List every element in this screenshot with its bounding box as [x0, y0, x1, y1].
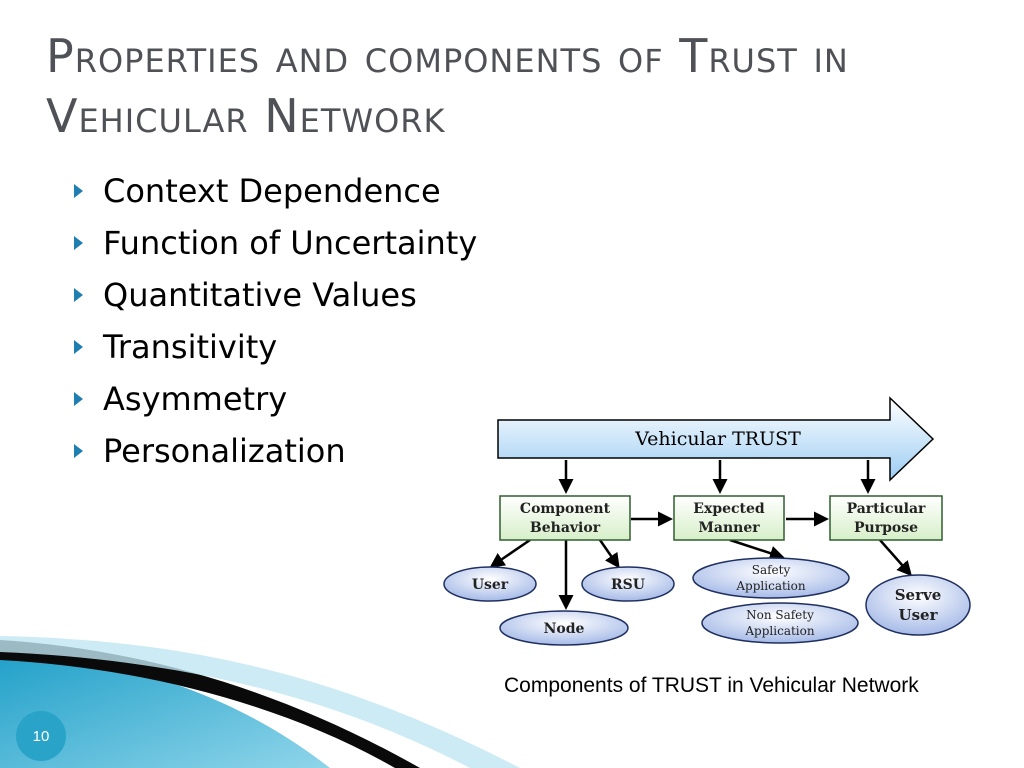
bullet-item: Function of Uncertainty [74, 217, 477, 269]
node-ellipse: Node [499, 610, 629, 646]
bullet-arrow-icon [74, 236, 83, 250]
particular-label-1: Particular [847, 501, 926, 517]
component-label-2: Behavior [530, 520, 601, 536]
bullet-text: Transitivity [103, 328, 278, 366]
safety-application-ellipse: Safety Application [692, 557, 850, 599]
bullet-text: Quantitative Values [103, 276, 417, 314]
arrows [489, 460, 912, 610]
arrow-particular-to-serve [879, 539, 912, 577]
bullet-arrow-icon [74, 444, 83, 458]
particular-label-2: Purpose [854, 520, 918, 536]
bullet-text: Function of Uncertainty [103, 224, 478, 262]
vehicular-trust-banner: Vehicular TRUST [497, 396, 935, 482]
rsu-ellipse: RSU [581, 566, 675, 602]
non-safety-application-ellipse: Non Safety Application [701, 602, 859, 644]
bullet-arrow-icon [74, 392, 83, 406]
bullet-item: Personalization [74, 425, 477, 477]
corner-decoration [0, 636, 520, 768]
bullet-text: Personalization [103, 432, 346, 470]
expected-manner-box: Expected Manner [673, 495, 785, 541]
bullet-list: Context Dependence Function of Uncertain… [74, 165, 477, 477]
expected-label-2: Manner [698, 520, 760, 536]
page-number-badge: 10 [16, 711, 66, 761]
particular-purpose-box: Particular Purpose [829, 495, 943, 541]
bullet-text: Asymmetry [103, 380, 288, 418]
bullet-arrow-icon [74, 340, 83, 354]
arrow-component-to-user [489, 538, 531, 568]
safety-label-1: Safety [752, 563, 791, 577]
banner-label: Vehicular TRUST [634, 428, 801, 450]
arrow-component-to-rsu [598, 539, 620, 569]
serve-user-ellipse: Serve User [865, 574, 971, 636]
bullet-text: Context Dependence [103, 172, 441, 210]
nonsafety-label-2: Application [744, 624, 814, 638]
nonsafety-label-1: Non Safety [746, 608, 814, 622]
slide-title: Properties and components of Trust in Ve… [46, 29, 849, 143]
diagram-caption: Components of TRUST in Vehicular Network [504, 674, 919, 697]
expected-label-1: Expected [693, 501, 765, 517]
component-label-1: Component [520, 501, 611, 517]
component-behavior-box: Component Behavior [499, 495, 631, 541]
arrow-expected-to-safety [729, 538, 785, 561]
user-ellipse: User [443, 566, 537, 602]
bullet-item: Transitivity [74, 321, 477, 373]
bullet-item: Quantitative Values [74, 269, 477, 321]
bullet-item: Context Dependence [74, 165, 477, 217]
safety-label-2: Application [735, 579, 805, 593]
rsu-label: RSU [611, 577, 645, 593]
bullet-item: Asymmetry [74, 373, 477, 425]
serve-label-2: User [899, 606, 939, 624]
bullet-arrow-icon [74, 184, 83, 198]
page-number: 10 [32, 727, 50, 745]
node-label: Node [544, 621, 585, 637]
serve-label-1: Serve [895, 586, 942, 604]
bullet-arrow-icon [74, 288, 83, 302]
user-label: User [472, 577, 509, 593]
